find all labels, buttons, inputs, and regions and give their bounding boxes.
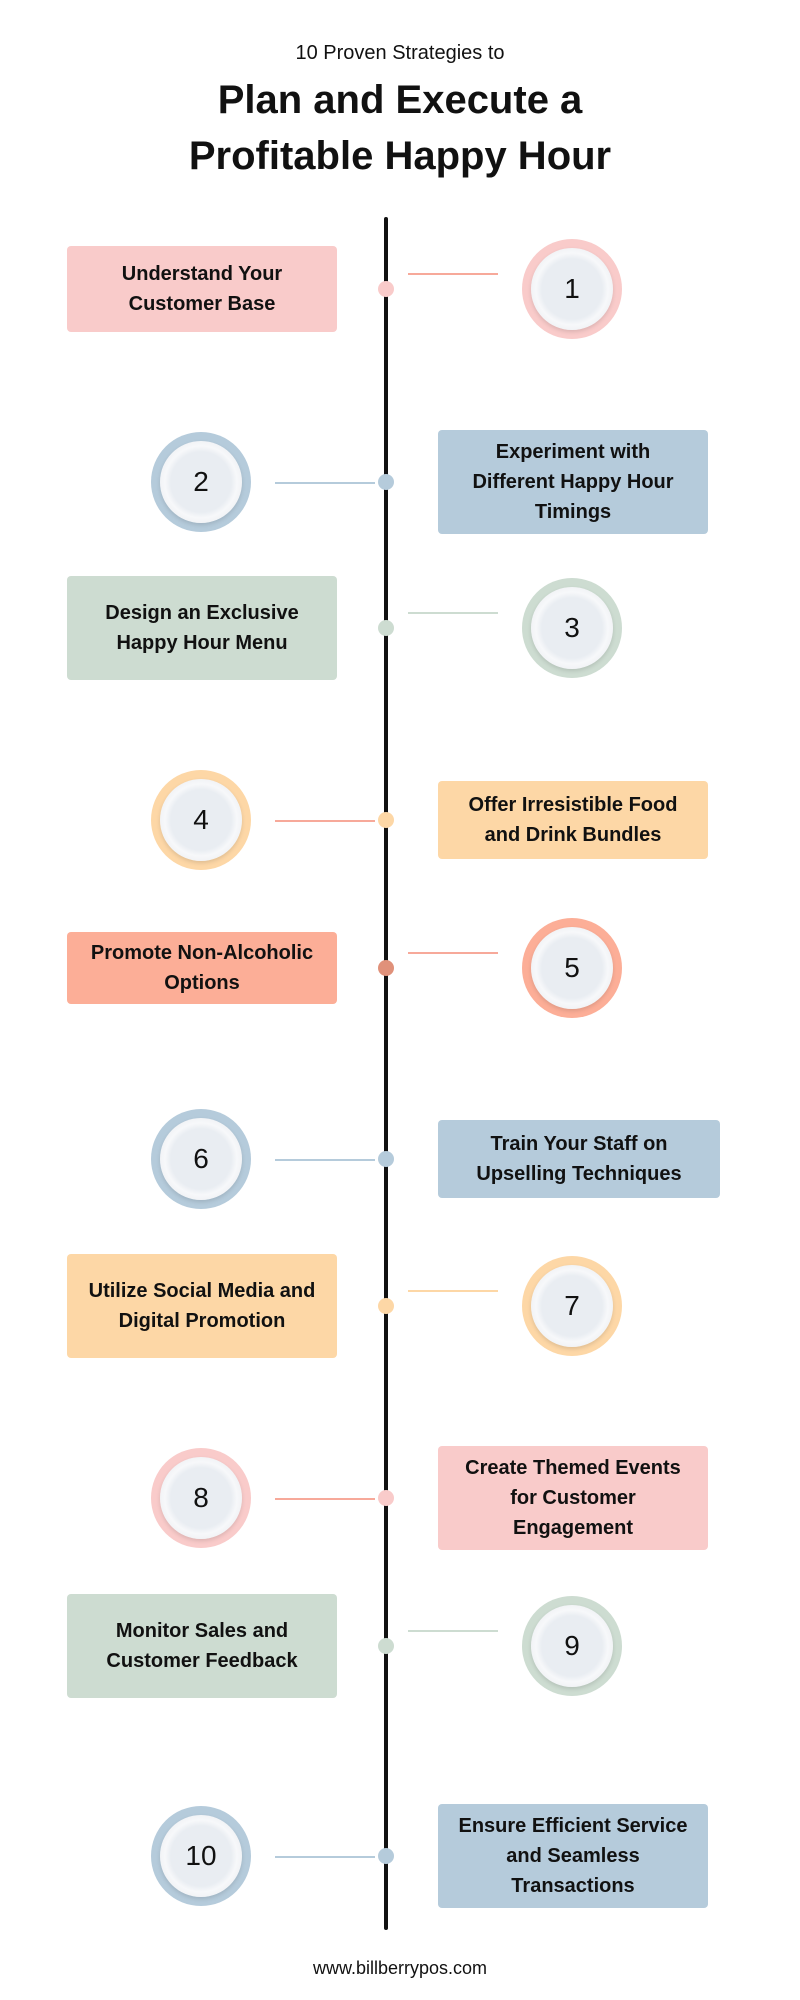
- timeline-dot: [378, 1490, 394, 1506]
- title-line-1: Plan and Execute a: [217, 78, 583, 122]
- step-number: 5: [531, 927, 613, 1009]
- dotted-connector: [408, 273, 498, 275]
- step-number-badge: 9: [522, 1596, 622, 1696]
- strategy-label: Design an Exclusive Happy Hour Menu: [105, 602, 299, 654]
- step-number-badge: 7: [522, 1256, 622, 1356]
- timeline-dot: [378, 474, 394, 490]
- step-number: 3: [531, 587, 613, 669]
- step-number: 1: [531, 248, 613, 330]
- strategy-label: Utilize Social Media and Digital Promoti…: [88, 1280, 316, 1332]
- timeline-dot: [378, 812, 394, 828]
- step-number-badge: 6: [151, 1109, 251, 1209]
- strategy-box: Offer Irresistible Food and Drink Bundle…: [438, 781, 708, 859]
- step-number-badge: 8: [151, 1448, 251, 1548]
- timeline-line: [384, 217, 388, 1930]
- strategy-label: Understand Your Customer Base: [121, 263, 283, 315]
- dotted-connector: [408, 1630, 498, 1632]
- strategy-box: Monitor Sales and Customer Feedback: [67, 1594, 337, 1698]
- strategy-box: Create Themed Events for Customer Engage…: [438, 1446, 708, 1550]
- strategy-box: Design an Exclusive Happy Hour Menu: [67, 576, 337, 680]
- step-number-badge: 4: [151, 770, 251, 870]
- timeline-dot: [378, 1848, 394, 1864]
- step-number: 9: [531, 1605, 613, 1687]
- step-number: 8: [160, 1457, 242, 1539]
- timeline-dot: [378, 1151, 394, 1167]
- step-number: 7: [531, 1265, 613, 1347]
- step-number-badge: 3: [522, 578, 622, 678]
- page-title: Plan and Execute a Profitable Happy Hour: [0, 72, 800, 184]
- strategy-box: Promote Non-Alcoholic Options: [67, 932, 337, 1004]
- step-number: 4: [160, 779, 242, 861]
- dotted-connector: [408, 952, 498, 954]
- strategy-box: Ensure Efficient Service and Seamless Tr…: [438, 1804, 708, 1908]
- strategy-label: Experiment with Different Happy Hour Tim…: [472, 441, 674, 523]
- strategy-box: Utilize Social Media and Digital Promoti…: [67, 1254, 337, 1358]
- step-number: 10: [160, 1815, 242, 1897]
- strategy-label: Train Your Staff on Upselling Techniques: [476, 1133, 682, 1185]
- step-number-badge: 1: [522, 239, 622, 339]
- step-number-badge: 10: [151, 1806, 251, 1906]
- dotted-connector: [275, 820, 375, 822]
- strategy-box: Train Your Staff on Upselling Techniques: [438, 1120, 720, 1198]
- dotted-connector: [275, 482, 375, 484]
- timeline-dot: [378, 620, 394, 636]
- title-line-2: Profitable Happy Hour: [188, 134, 612, 178]
- timeline-dot: [378, 960, 394, 976]
- strategy-box: Understand Your Customer Base: [67, 246, 337, 332]
- strategy-label: Promote Non-Alcoholic Options: [90, 942, 314, 994]
- step-number-badge: 5: [522, 918, 622, 1018]
- subtitle: 10 Proven Strategies to: [295, 42, 505, 64]
- strategy-label: Monitor Sales and Customer Feedback: [106, 1620, 298, 1672]
- strategy-label: Offer Irresistible Food and Drink Bundle…: [468, 794, 678, 846]
- dotted-connector: [275, 1498, 375, 1500]
- dotted-connector: [275, 1856, 375, 1858]
- footer-url[interactable]: www.billberrypos.com: [312, 1958, 488, 1978]
- timeline-dot: [378, 1638, 394, 1654]
- strategy-label: Create Themed Events for Customer Engage…: [465, 1457, 681, 1539]
- dotted-connector: [408, 612, 498, 614]
- strategy-box: Experiment with Different Happy Hour Tim…: [438, 430, 708, 534]
- step-number: 6: [160, 1118, 242, 1200]
- strategy-label: Ensure Efficient Service and Seamless Tr…: [458, 1815, 688, 1897]
- step-number-badge: 2: [151, 432, 251, 532]
- dotted-connector: [275, 1159, 375, 1161]
- timeline-dot: [378, 1298, 394, 1314]
- step-number: 2: [160, 441, 242, 523]
- dotted-connector: [408, 1290, 498, 1292]
- timeline-dot: [378, 281, 394, 297]
